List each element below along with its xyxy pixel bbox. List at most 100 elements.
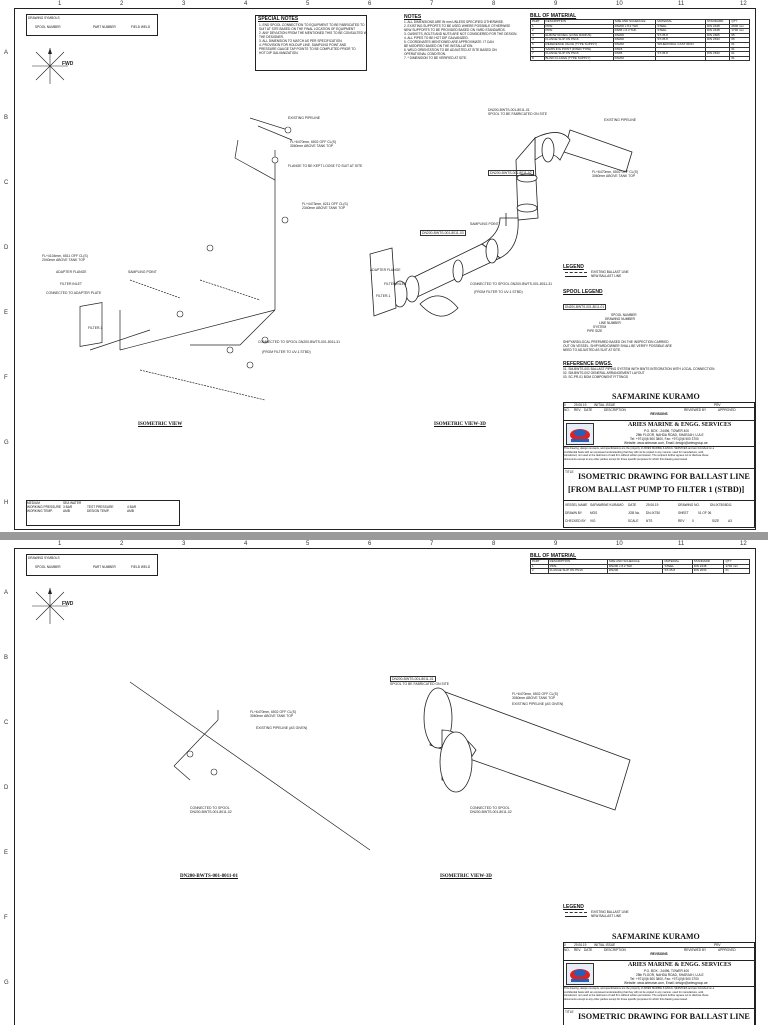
- zone-letter: F: [4, 915, 8, 921]
- label-fl-note3: FL+4104mm, 6511 OFF CL(S): [42, 254, 88, 258]
- reference-line: 03. SC-PR-01 BOM COMPONENT FITTINGS: [563, 375, 628, 379]
- vessel-label: VESSEL NAME: [565, 503, 588, 507]
- label-spool-connection: CONNECTED TO SPOOL DN200-BWTS-001-8011-3…: [258, 340, 341, 344]
- test-row: WORKING PRESSURE 3 BAR TEST PRESSURE 4 B…: [27, 505, 179, 509]
- label-sampling-point: SAMPLING POINT: [128, 270, 157, 274]
- label-filter-3d: FILTER-1: [376, 294, 391, 298]
- label-iso-ref: DN200-BWTS-001-8011-01: [488, 108, 530, 112]
- note-line: BE MODIFIED BASED ON THE INSTALLATION.: [404, 44, 474, 48]
- symbol-field-weld: FIELD WELD: [131, 565, 151, 569]
- zone-number: 3: [182, 541, 186, 547]
- revision-cell: 29.06.19: [574, 403, 587, 407]
- sheet-border: [14, 8, 756, 530]
- reference-line: 01. SM-BWTS-001 BALLAST PIPING SYSTEM WI…: [563, 367, 715, 371]
- legend-new-swatch: [565, 916, 587, 917]
- bom-cell: [655, 55, 707, 62]
- shipyard-note-line: NEED TO ADJUSTED AS SUIT AT SITE.: [563, 348, 621, 352]
- test-cell: 4 BAR: [127, 505, 137, 509]
- disclaimer-line: confidential basis with an expressed und…: [564, 450, 704, 454]
- company-name: ARIES MARINE & ENGG. SERVICES: [628, 422, 732, 428]
- symbol-spool-number: SPOOL NUMBER: [35, 565, 61, 569]
- zone-number: 1: [58, 1, 62, 7]
- spool-legend-code: DN200-BWTS-001-8011-01: [563, 304, 607, 310]
- label-spool-connection-3d: CONNECTED TO SPOOL DN200-BWTS-001-8011-3…: [470, 282, 553, 286]
- drawing-title-line-2: [FROM BALLAST PUMP TO FILTER 1 (STBD)]: [568, 485, 745, 494]
- disclaimer-line: documents except to any other parties ex…: [564, 457, 688, 461]
- date-value: 29.06.19: [646, 503, 659, 507]
- legend-title: LEGEND: [563, 264, 584, 270]
- revision-cell: [674, 943, 714, 947]
- company-block: ARIES MARINE & ENGG. SERVICES P.O. BOX -…: [563, 420, 755, 448]
- test-cell: SEA WATER: [63, 501, 82, 505]
- note-line: 5. COORDINATES MENTIONED ARE APPROXIMATE…: [404, 40, 494, 44]
- notes-box: NOTES 1. ALL DIMENSIONS ARE IN mm UNLESS…: [404, 15, 519, 85]
- special-note-line: PRESSURE GAUGE TAP POINTS TO BE COMPLETE…: [259, 47, 356, 51]
- company-contact: Tel: +971(0)6 500 3800, Fax: +971(0)6 50…: [630, 977, 699, 981]
- symbol-field-weld: FIELD WELD: [131, 25, 151, 29]
- disclaimer-line: confidential basis with an expressed und…: [564, 990, 704, 994]
- label-fl-note-3d-b: 3060mm ABOVE TANK TOP: [512, 696, 556, 700]
- label-filter-inlet: FILTER INLET: [60, 282, 82, 286]
- drawing-symbols-title: DRAWING SYMBOLS: [28, 556, 60, 560]
- north-arrow-icon: [32, 588, 68, 624]
- drawn-label: DRAWN BY: [565, 511, 583, 515]
- view-title-isometric-3d: ISOMETRIC VIEW-3D: [440, 874, 492, 879]
- zone-number: 11: [678, 1, 685, 7]
- bom-cell: DIN 2633: [691, 568, 725, 574]
- test-cell: DESIGN TEMP.: [87, 509, 110, 513]
- drawing-no-label: DRAWING NO.: [678, 503, 700, 507]
- job-label: JOB No.: [628, 511, 641, 515]
- date-label: DATE: [628, 503, 637, 507]
- company-block: ARIES MARINE & ENGG. SERVICES P.O. BOX -…: [563, 960, 755, 988]
- ship-name: SAFMARINE KURAMO: [612, 392, 700, 401]
- revision-header-row: NO. REV. DATE DESCRIPTION REVIEWED BY AP…: [564, 408, 754, 412]
- revision-header: DESCRIPTION: [604, 408, 626, 412]
- zone-letter: C: [4, 180, 9, 186]
- zone-number: 4: [244, 1, 248, 7]
- spool-legend-item: SYSTEM: [593, 325, 607, 329]
- zone-letter: D: [4, 785, 9, 791]
- test-cell: 3 BAR: [63, 505, 73, 509]
- label-flange-note: FLANGE TO BE KEPT LOOSE TO SUIT AT SITE: [288, 164, 363, 168]
- revision-row: 0 29.06.19 INITIAL ISSUE PRV: [564, 403, 754, 408]
- label-to-fabricate: SPOOL TO BE FABRICATED ON SITE: [488, 112, 548, 116]
- test-cell: TEST PRESSURE: [87, 505, 114, 509]
- bom-cell: DN200: [612, 55, 657, 62]
- bom-cell: 8: [530, 55, 545, 62]
- zone-letter: G: [4, 440, 9, 446]
- revision-header: DATE: [584, 408, 593, 412]
- zone-letter: H: [4, 500, 9, 506]
- legend-new: NEW BALLAST LINE: [563, 274, 643, 278]
- job-value: DN-IX750: [646, 511, 660, 515]
- legend-existing-swatch: [565, 912, 587, 913]
- test-cell: WORKING TEMP.: [27, 509, 53, 513]
- drawing-title-block: TITLE ISOMETRIC DRAWING FOR BALLAST LINE…: [563, 468, 755, 502]
- special-note-line: HOT DIP GALVANIZATION.: [259, 51, 299, 55]
- title-block-details: VESSEL NAME SAFMARINE KURAMO DATE 29.06.…: [563, 500, 755, 528]
- revision-header: REVIEWED BY: [684, 948, 707, 952]
- zone-number: 4: [244, 541, 248, 547]
- spool-legend-item: PIPE SIZE: [587, 329, 603, 333]
- zone-number: 8: [492, 1, 496, 7]
- bill-of-material: BILL OF MATERIAL PART DESCRIPTION SIZE A…: [530, 554, 750, 574]
- reference-line: 02. SM-BWTS-002 GENERAL ARRANGEMENT LAYO…: [563, 371, 645, 375]
- company-web: Website: www.ariesmar.com, Email: design…: [624, 441, 708, 445]
- zone-number: 12: [740, 1, 747, 7]
- bom-cell: 2: [530, 568, 549, 574]
- note-line: 3. GASKETS, BOLTS AND NUTS ARE NOT CONSI…: [404, 32, 518, 36]
- bom-cell: FLANGE SLIP ON PN16: [547, 568, 608, 574]
- bom-cell: 01: [729, 55, 750, 62]
- view-title-spool: DN200-BWTS-001-8011-01: [180, 874, 239, 879]
- label-fl-note3b: 2040mm ABOVE TANK TOP: [42, 258, 86, 262]
- company-name: ARIES MARINE & ENGG. SERVICES: [628, 962, 732, 968]
- special-note-line: 2. ANY DEVIATION FROM THE MENTIONED THIS…: [259, 31, 367, 35]
- drawing-title-block: TITLE ISOMETRIC DRAWING FOR BALLAST LINE: [563, 1008, 755, 1025]
- label-connected-spool-b: DN200-BWTS-001-8011-02: [190, 810, 232, 814]
- label-fl-note1: FL+6470mm, 6502 OFF CL(S): [290, 140, 337, 144]
- bom-cell: ST-35.8: [662, 568, 693, 574]
- bom-cell: BLIND FLANGE (TYPE SUPPLY): [543, 55, 614, 62]
- label-fl-note2: FL+4473mm, 6211 OFF CL(S): [302, 202, 348, 206]
- zone-number: 2: [120, 1, 124, 7]
- checked-value: VIG: [590, 519, 596, 523]
- revision-cell: [674, 403, 714, 407]
